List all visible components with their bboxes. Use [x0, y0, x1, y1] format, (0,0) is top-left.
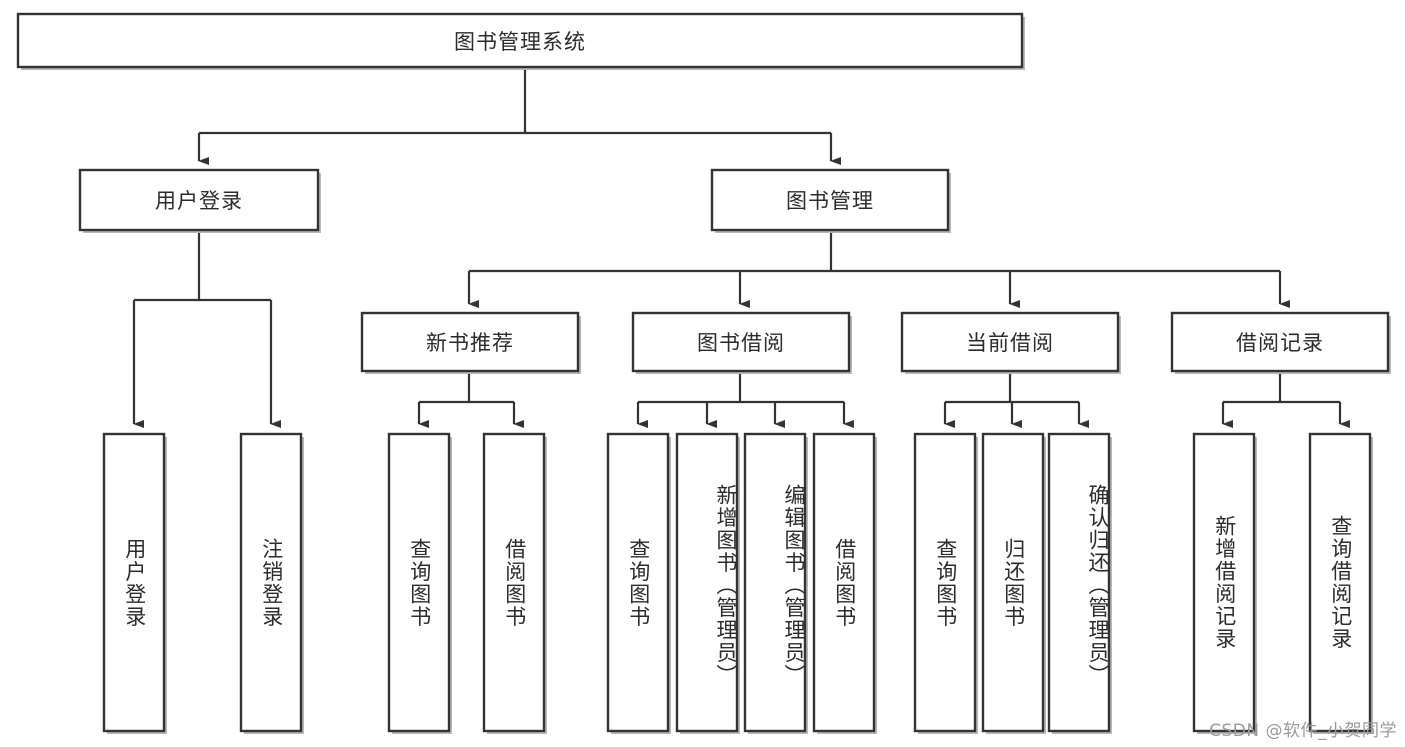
leaf-borrow-book-2-box[interactable] [812, 432, 876, 733]
connector-group-borrow-record [1221, 373, 1351, 429]
connector-group-book-borrow [636, 373, 855, 429]
leaf-confirm-return-box[interactable] [1047, 432, 1111, 733]
leaf-add-book-box[interactable] [675, 432, 739, 733]
leaf-user-logout-box[interactable] [239, 432, 303, 733]
root-box[interactable] [16, 12, 1024, 69]
connector-group-current-borrow [943, 373, 1090, 429]
leaf-query-book-3-box[interactable] [913, 432, 977, 733]
leaf-query-book-2-box[interactable] [606, 432, 670, 733]
book-borrow-box[interactable] [631, 311, 851, 373]
connector-group-user-login [132, 233, 282, 429]
leaf-borrow-book-1-box[interactable] [482, 432, 546, 733]
leaf-user-login-box[interactable] [102, 432, 166, 733]
csdn-watermark: CSDN @软件_小贺同学 [1209, 721, 1397, 741]
user-login-box[interactable] [78, 168, 320, 232]
leaf-add-record-box[interactable] [1192, 432, 1256, 733]
leaf-edit-book-box[interactable] [743, 432, 807, 733]
leaf-return-book-box[interactable] [981, 432, 1045, 733]
connector-group-root [197, 69, 842, 166]
leaf-query-record-box[interactable] [1308, 432, 1372, 733]
leaf-query-book-1-box[interactable] [387, 432, 451, 733]
connector-group-book-management [467, 233, 1291, 309]
new-book-recommend-box[interactable] [360, 311, 580, 373]
current-borrow-box[interactable] [900, 311, 1120, 373]
connector-group-new-book-recommend [417, 373, 525, 429]
book-management-box[interactable] [710, 168, 950, 232]
borrow-record-box[interactable] [1170, 311, 1390, 373]
